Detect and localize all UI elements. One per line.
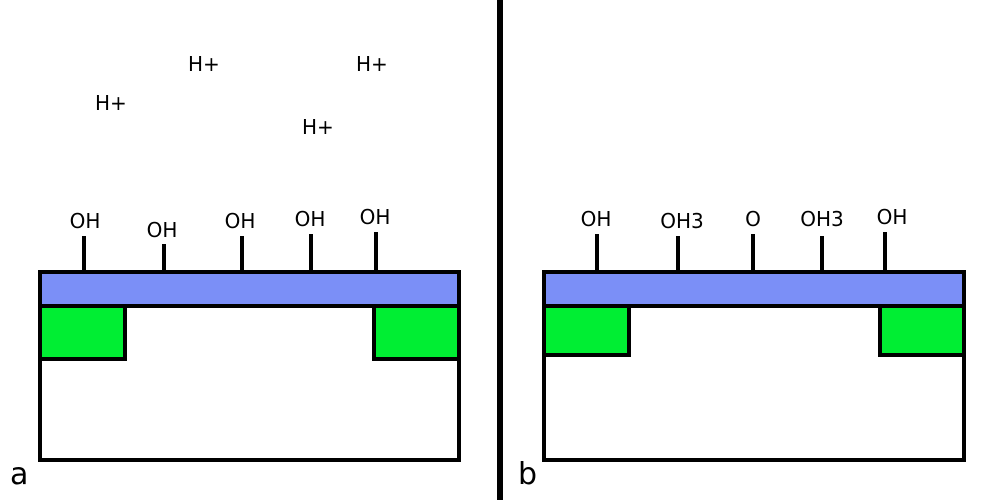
surface-group-label: OH — [294, 207, 326, 231]
source-region — [38, 304, 127, 361]
source-region — [542, 304, 631, 357]
bond-stem — [595, 234, 599, 272]
surface-group-label: OH — [359, 205, 391, 229]
bond-stem — [820, 236, 824, 272]
panel-label: b — [518, 457, 538, 492]
surface-group-label: OH — [580, 207, 612, 231]
surface-group-label: OH3 — [660, 209, 704, 233]
bond-stem — [309, 234, 313, 272]
panel-divider — [497, 0, 503, 500]
hydrogen-ion: H+ — [188, 52, 220, 76]
drain-region — [878, 304, 966, 357]
panel-a: H+ H+ H+ H+ OH OH OH OH OH a — [10, 52, 461, 492]
surface-group-label: OH3 — [800, 207, 844, 231]
hydrogen-ion: H+ — [302, 115, 334, 139]
surface-group-label: OH — [146, 218, 178, 242]
oxide-layer — [38, 270, 461, 308]
bond-stem — [883, 232, 887, 272]
panel-label: a — [10, 457, 29, 492]
drain-region — [372, 304, 461, 361]
surface-group-label: OH — [69, 209, 101, 233]
bond-stem — [374, 232, 378, 272]
panel-b: OH OH3 O OH3 OH b — [500, 0, 1000, 500]
surface-group-label: OH — [876, 205, 908, 229]
bond-stem — [751, 234, 755, 272]
surface-group-label: O — [745, 207, 761, 231]
bond-stem — [162, 244, 166, 272]
bond-stem — [82, 236, 86, 272]
hydrogen-ion: H+ — [95, 91, 127, 115]
bond-stem — [676, 236, 680, 272]
surface-group-label: OH — [224, 209, 256, 233]
bond-stem — [240, 236, 244, 272]
oxide-layer — [542, 270, 966, 308]
hydrogen-ion: H+ — [356, 52, 388, 76]
